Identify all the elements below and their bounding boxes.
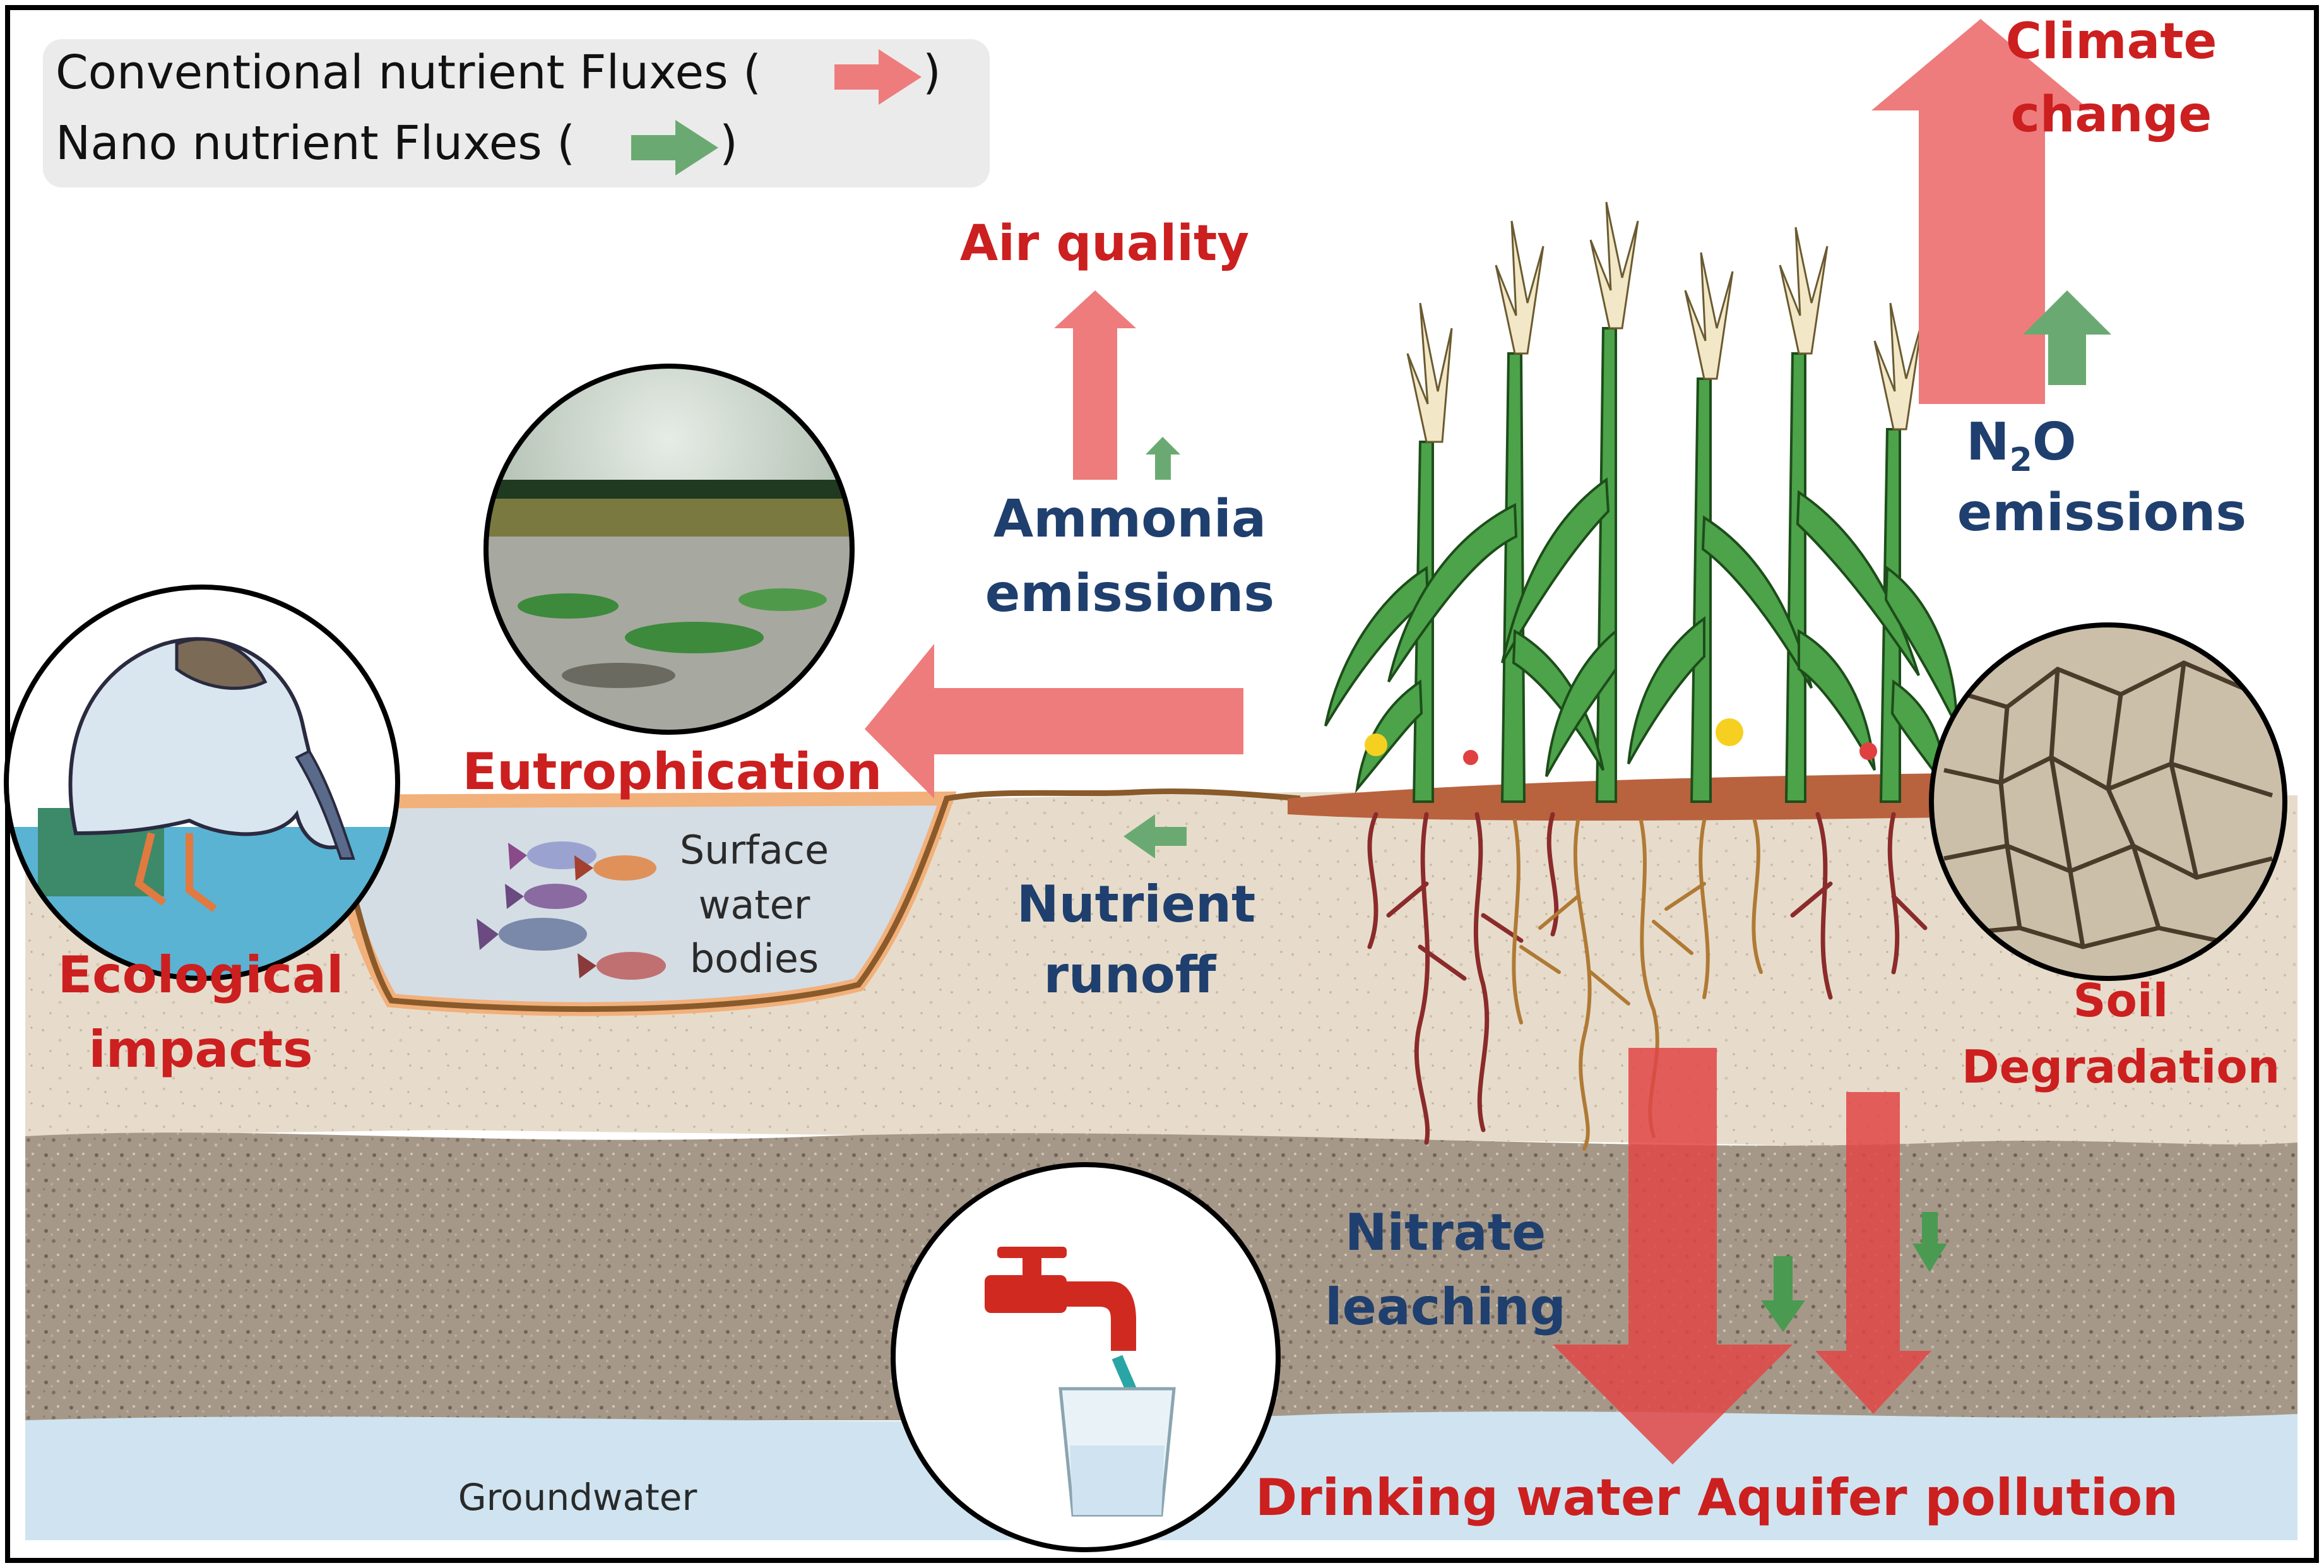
bird-drinking-icon [4, 585, 400, 981]
n2o-emissions-label: N2O [1966, 412, 2077, 479]
legend-conventional-close: ) [923, 45, 941, 100]
legend-nano-close: ) [720, 116, 738, 170]
climate-change-nano-arrow [2023, 290, 2111, 385]
aquifer-pollution-label: Drinking water Aquifer pollution [1255, 1468, 2178, 1527]
surface-water-label-line2: water [699, 882, 810, 928]
air-quality-label: Air quality [960, 215, 1249, 272]
aquifer-conventional-arrow-narrow [1815, 1092, 1931, 1414]
nutrient-runoff-label-line2: runoff [1043, 946, 1216, 1004]
runoff-channel [325, 788, 1301, 1013]
legend-nano-label: Nano nutrient Fluxes ( [56, 116, 575, 170]
groundwater-label: Groundwater [458, 1476, 697, 1519]
leaching-nano-arrow-right [1912, 1212, 1947, 1272]
nutrient-runoff-label: Nutrient [1017, 875, 1255, 934]
surface-water-label-line3: bodies [690, 935, 819, 982]
climate-change-conventional-arrow [1871, 19, 2090, 404]
nitrate-leaching-label-line2: leaching [1325, 1278, 1566, 1336]
legend-conventional-arrow [834, 49, 922, 105]
ammonia-emissions-label: Ammonia [993, 489, 1267, 549]
climate-change-label-line2: change [2011, 86, 2212, 143]
n2o-emissions-label-line2: emissions [1957, 483, 2246, 543]
eutrophic-pond-icon [483, 364, 855, 735]
ecological-impacts-label: Ecological [58, 946, 344, 1004]
soil-degradation-label-line2: Degradation [1962, 1040, 2280, 1093]
legend-conventional-label: Conventional nutrient Fluxes ( [56, 45, 761, 100]
runoff-nano-arrow [1123, 814, 1187, 858]
legend: Conventional nutrient Fluxes ( ) Nano nu… [43, 39, 990, 187]
crop-field-surface [1288, 773, 1950, 821]
legend-nano-arrow [631, 120, 718, 175]
leaching-nano-arrow-left [1761, 1256, 1805, 1332]
eutrophication-conventional-arrow [865, 644, 1243, 799]
nitrate-leaching-label: Nitrate [1345, 1203, 1546, 1262]
air-quality-conventional-arrow [1054, 290, 1136, 480]
water-tap-icon [891, 1162, 1281, 1552]
surface-water-label: Surface [680, 827, 829, 873]
eutrophication-label: Eutrophication [463, 742, 882, 801]
air-quality-nano-arrow [1146, 437, 1180, 480]
ammonia-emissions-label-line2: emissions [985, 564, 1274, 624]
fish-icon [477, 841, 666, 980]
ecological-impacts-label-line2: impacts [88, 1020, 312, 1079]
crop-roots [1367, 812, 1928, 1151]
legend-box [43, 39, 990, 187]
aquifer-conventional-arrow-wide [1553, 1048, 1793, 1464]
cracked-soil-icon [1929, 622, 2287, 981]
corn-plants-icon [1324, 201, 1958, 803]
soil-degradation-label: Soil [2073, 974, 2169, 1027]
climate-change-label: Climate [2006, 13, 2217, 70]
